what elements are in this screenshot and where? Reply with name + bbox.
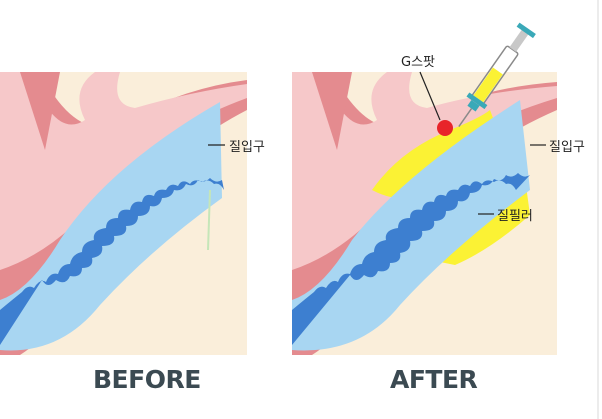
after-panel-illustration [292,72,557,355]
before-tissue-line [207,189,211,251]
before-panel-illustration [0,72,247,355]
filler-label: 질필러 [497,209,533,224]
syringe-icon [458,22,536,128]
before-vaginal-opening-label: 질입구 [229,140,265,155]
after-wedge-tissue [312,72,352,150]
after-vaginal-opening-label: 질입구 [549,140,585,155]
g-spot-label: G스팟 [401,55,435,70]
after-caption: AFTER [390,365,478,394]
before-caption: BEFORE [93,365,201,394]
before-wedge-tissue [20,72,60,150]
g-spot-leader [419,71,441,121]
g-spot-marker-icon [437,120,453,136]
